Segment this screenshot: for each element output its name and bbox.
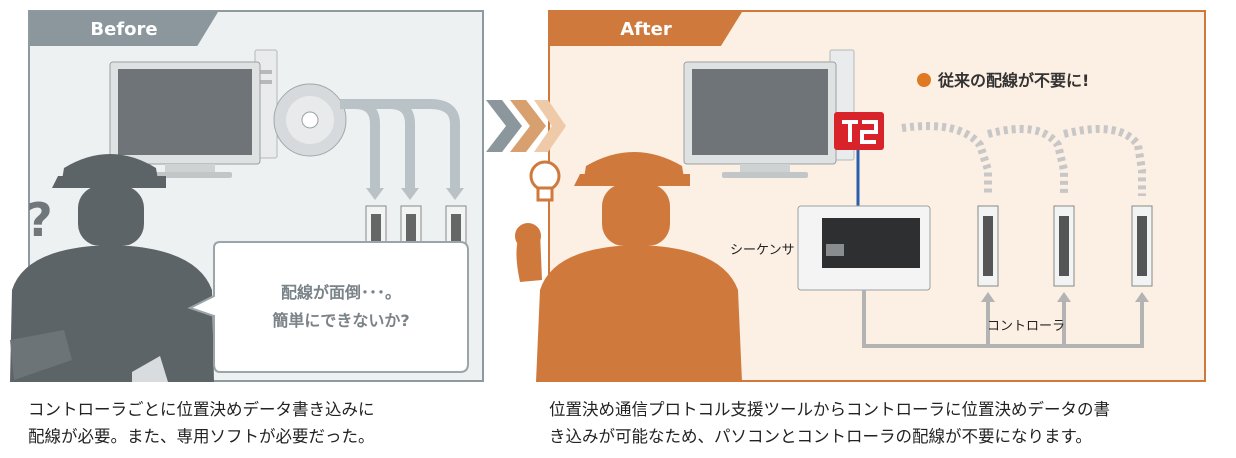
before-caption: コントローラごとに位置決めデータ書き込みに 配線が必要。また、専用ソフトが必要だ… <box>28 400 375 446</box>
worry-bubble: 配線が面倒･･･。 簡単にできないか? <box>187 241 469 373</box>
plc-unit <box>797 205 931 291</box>
after-computer <box>683 49 855 178</box>
removed-cables <box>901 122 1146 196</box>
protocol-tool-icon <box>834 112 884 150</box>
before-computer <box>109 49 278 178</box>
after-tab: After <box>550 12 742 46</box>
controller-bus <box>862 290 1144 348</box>
bubble-line-1: 配線が面倒･･･。 <box>281 283 401 302</box>
transition-chevrons <box>486 100 566 152</box>
controller-label: コントローラ <box>987 319 1065 334</box>
before-tab: Before <box>30 12 218 46</box>
before-cables <box>340 99 460 188</box>
cd-disc-icon <box>273 83 347 157</box>
plc-label: シーケンサ <box>730 243 795 258</box>
after-worker <box>515 152 742 382</box>
before-arrowheads <box>366 188 464 200</box>
svg-text:?: ? <box>26 193 53 247</box>
before-controllers <box>365 205 467 253</box>
headline: 従来の配線が不要に! <box>917 71 1089 90</box>
bus-arrowheads <box>981 292 1149 302</box>
lightbulb-icon <box>529 160 561 202</box>
question-mark-icon: ? <box>26 193 53 247</box>
svg-text:従来の配線が不要に!: 従来の配線が不要に! <box>937 71 1089 90</box>
before-worker <box>10 154 214 382</box>
after-controllers <box>977 205 1153 287</box>
after-caption: 位置決め通信プロトコル支援ツールからコントローラに位置決めデータの書 き込みが可… <box>549 400 1110 446</box>
headline-dot-icon <box>917 73 931 87</box>
bubble-line-2: 簡単にできないか? <box>271 311 409 330</box>
